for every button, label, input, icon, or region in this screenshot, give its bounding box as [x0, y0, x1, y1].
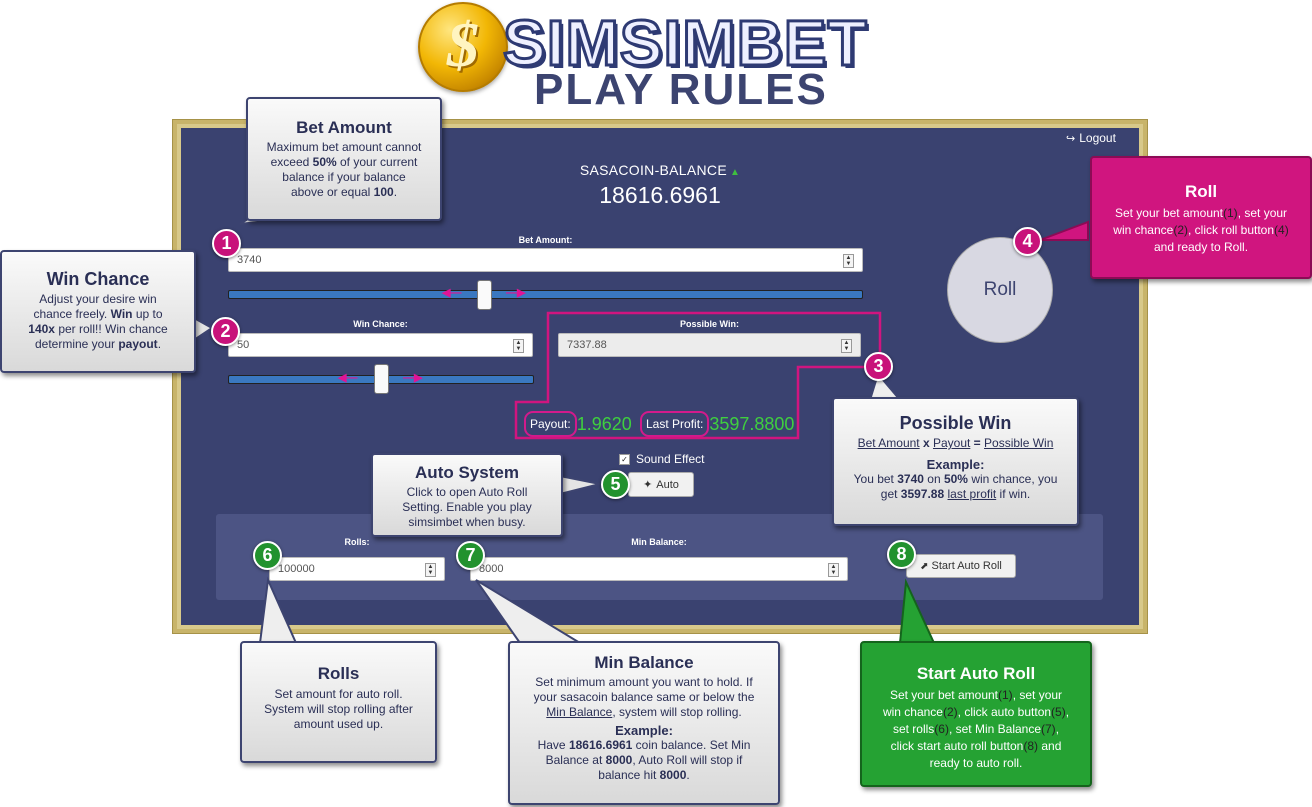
min-balance-callout: Min Balance Set minimum amount you want … [508, 641, 780, 805]
cursor-icon: ⬈ [920, 560, 929, 572]
last-profit-value: 3597.8800 [709, 413, 795, 434]
spinner-icon: ▲▼ [841, 339, 852, 353]
step-badge-1: 1 [212, 229, 241, 258]
step-badge-4: 4 [1013, 227, 1042, 256]
step-badge-7: 7 [456, 541, 485, 570]
auto-button[interactable]: ✦Auto [628, 472, 694, 497]
payout-value: 1.9620 [576, 413, 632, 434]
payout-row: Payout: 1.9620 [524, 411, 632, 437]
rolls-callout-tail [258, 576, 298, 644]
possible-win-highlight [514, 311, 882, 440]
bet-amount-slider-track[interactable] [228, 290, 863, 299]
bet-amount-callout: Bet Amount Maximum bet amount cannot exc… [246, 97, 442, 221]
payout-label: Payout: [524, 411, 577, 437]
magic-wand-icon: ✦ [643, 479, 653, 491]
possible-win-label: Possible Win: [680, 319, 739, 329]
rolls-callout: Rolls Set amount for auto roll. System w… [240, 641, 437, 763]
sound-effect-toggle[interactable]: ✓ Sound Effect [619, 452, 705, 466]
bet-amount-label: Bet Amount: [518, 235, 573, 245]
caret-up-icon: ▲ [729, 167, 741, 178]
min-balance-callout-tail [475, 579, 584, 644]
auto-system-callout: Auto System Click to open Auto Roll Sett… [371, 453, 563, 537]
arrow-left-icon: ◀— [338, 372, 358, 384]
logout-icon: ↪ [1066, 133, 1076, 145]
possible-win-callout: Possible Win Bet Amount x Payout = Possi… [832, 397, 1079, 526]
brand-logo-text: SIMSIMBET [502, 7, 869, 80]
last-profit-label: Last Profit: [640, 411, 710, 437]
spinner-icon[interactable]: ▲▼ [828, 563, 839, 577]
win-chance-input[interactable]: 50 ▲▼ [228, 333, 533, 357]
arrow-left-icon: ◀— [442, 287, 462, 299]
arrow-right-icon: —▶ [403, 372, 423, 384]
auto-system-callout-tail [559, 474, 601, 496]
coin-logo-icon: $ [418, 2, 508, 92]
roll-callout: Roll Set your bet amount(1), set your wi… [1090, 156, 1312, 279]
balance-value: 18616.6961 [599, 182, 721, 208]
min-balance-input[interactable]: 8000 ▲▼ [470, 557, 848, 581]
rolls-input[interactable]: 100000 ▲▼ [269, 557, 445, 581]
start-auto-roll-callout-tail [898, 578, 936, 644]
checkbox-icon[interactable]: ✓ [619, 453, 630, 465]
bet-amount-slider-thumb[interactable] [477, 280, 492, 310]
win-chance-callout-tail [193, 316, 214, 342]
last-profit-row: Last Profit: 3597.8800 [640, 411, 794, 437]
win-chance-label: Win Chance: [353, 319, 408, 329]
possible-win-field: 7337.88 ▲▼ [558, 333, 861, 357]
step-badge-3: 3 [864, 352, 893, 381]
page-title: PLAY RULES [534, 65, 828, 114]
win-chance-callout: Win Chance Adjust your desire win chance… [0, 250, 196, 373]
step-badge-2: 2 [211, 317, 240, 346]
balance-label: SASACOIN-BALANCE▲ [579, 162, 741, 178]
roll-callout-tail [1039, 220, 1089, 241]
arrow-right-icon: —▶ [506, 287, 526, 299]
min-balance-label: Min Balance: [631, 537, 687, 547]
roll-button[interactable]: Roll [947, 237, 1053, 343]
spinner-icon[interactable]: ▲▼ [425, 563, 436, 577]
step-badge-5: 5 [601, 470, 630, 499]
win-chance-slider-thumb[interactable] [374, 364, 389, 394]
step-badge-6: 6 [253, 541, 282, 570]
start-auto-roll-button[interactable]: ⬈Start Auto Roll [906, 554, 1016, 578]
spinner-icon[interactable]: ▲▼ [843, 254, 854, 268]
logout-link[interactable]: ↪Logout [1066, 131, 1116, 145]
start-auto-roll-callout: Start Auto Roll Set your bet amount(1), … [860, 641, 1092, 787]
rolls-label: Rolls: [344, 537, 370, 547]
spinner-icon[interactable]: ▲▼ [513, 339, 524, 353]
step-badge-8: 8 [887, 540, 916, 569]
bet-amount-input[interactable]: 3740 ▲▼ [228, 248, 863, 272]
